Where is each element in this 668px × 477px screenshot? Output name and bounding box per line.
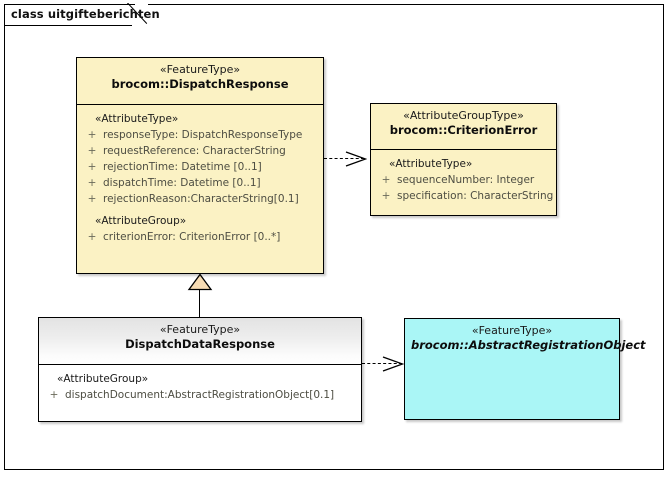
- class-compartment-divider: [39, 364, 361, 365]
- class-header-abstract-registration-object: «FeatureType» brocom::AbstractRegistrati…: [405, 319, 646, 365]
- attribute-visibility: +: [87, 231, 97, 243]
- class-name: brocom::CriterionError: [389, 123, 538, 137]
- attribute-text: dispatchTime: Datetime [0..1]: [103, 177, 261, 189]
- attribute-group-label: «AttributeType»: [95, 113, 179, 125]
- class-header-dispatch-data-response: «FeatureType» DispatchDataResponse: [39, 318, 361, 364]
- frame-border-left: [4, 4, 5, 470]
- attribute-row[interactable]: + rejectionTime: Datetime [0..1]: [81, 159, 319, 175]
- generalization-line[interactable]: [199, 288, 200, 318]
- class-box-abstract-registration-object[interactable]: «FeatureType» brocom::AbstractRegistrati…: [404, 318, 646, 420]
- frame-border-right: [663, 4, 664, 470]
- generalization-triangle-icon[interactable]: [186, 273, 214, 291]
- attribute-text: sequenceNumber: Integer: [397, 174, 535, 186]
- attribute-group-label: «AttributeGroup»: [57, 373, 149, 385]
- attribute-row[interactable]: + specification: CharacterString: [375, 188, 554, 204]
- frame-border-top: [148, 4, 664, 5]
- attribute-text: criterionError: CriterionError [0..*]: [103, 231, 281, 243]
- attribute-text: specification: CharacterString: [397, 190, 554, 202]
- class-stereotype: «FeatureType»: [159, 63, 241, 76]
- attribute-row[interactable]: + dispatchDocument:AbstractRegistrationO…: [43, 387, 357, 403]
- attribute-visibility: +: [87, 161, 97, 173]
- class-header-dispatch-response: «FeatureType» brocom::DispatchResponse: [77, 58, 323, 104]
- attribute-row[interactable]: + requestReference: CharacterString: [81, 143, 319, 159]
- class-name: DispatchDataResponse: [125, 337, 275, 351]
- attribute-visibility: +: [87, 145, 97, 157]
- class-name: brocom::AbstractRegistrationObject: [411, 338, 646, 352]
- class-stereotype: «FeatureType»: [471, 324, 553, 337]
- open-arrowhead-icon: [382, 356, 404, 372]
- attribute-text: dispatchDocument:AbstractRegistrationObj…: [65, 389, 335, 401]
- class-header-criterion-error: «AttributeGroupType» brocom::CriterionEr…: [371, 104, 556, 149]
- attribute-row[interactable]: + rejectionReason:CharacterString[0.1]: [81, 191, 319, 207]
- class-compartment-divider: [371, 149, 556, 150]
- class-stereotype: «AttributeGroupType»: [403, 109, 524, 122]
- attribute-row[interactable]: + dispatchTime: Datetime [0..1]: [81, 175, 319, 191]
- attribute-visibility: +: [87, 177, 97, 189]
- frame-tab-top-edge: [4, 4, 135, 5]
- attribute-row[interactable]: + sequenceNumber: Integer: [375, 172, 552, 188]
- frame-tab-bottom-edge: [4, 25, 132, 26]
- class-attributes-dispatch-response: «AttributeType» + responseType: Dispatch…: [77, 105, 323, 251]
- open-arrowhead-icon: [345, 151, 367, 167]
- attribute-group-label: «AttributeGroup»: [95, 215, 187, 227]
- attribute-row[interactable]: + criterionError: CriterionError [0..*]: [81, 229, 319, 245]
- attribute-text: responseType: DispatchResponseType: [103, 129, 303, 141]
- attribute-text: rejectionTime: Datetime [0..1]: [103, 161, 262, 173]
- attribute-visibility: +: [87, 193, 97, 205]
- class-attributes-dispatch-data-response: «AttributeGroup» + dispatchDocument:Abst…: [39, 365, 361, 409]
- class-name: brocom::DispatchResponse: [111, 77, 289, 91]
- class-box-dispatch-response[interactable]: «FeatureType» brocom::DispatchResponse «…: [76, 57, 324, 274]
- attribute-row[interactable]: + responseType: DispatchResponseType: [81, 127, 319, 143]
- class-box-dispatch-data-response[interactable]: «FeatureType» DispatchDataResponse «Attr…: [38, 317, 362, 422]
- class-stereotype: «FeatureType»: [159, 323, 241, 336]
- class-compartment-divider: [77, 104, 323, 105]
- attribute-group-label: «AttributeType»: [389, 158, 473, 170]
- dependency-line-criterion-error[interactable]: [324, 158, 364, 159]
- class-attributes-criterion-error: «AttributeType» + sequenceNumber: Intege…: [371, 150, 556, 210]
- frame-border-bottom: [4, 469, 664, 470]
- attribute-text: requestReference: CharacterString: [103, 145, 286, 157]
- attribute-text: rejectionReason:CharacterString[0.1]: [103, 193, 299, 205]
- class-box-criterion-error[interactable]: «AttributeGroupType» brocom::CriterionEr…: [370, 103, 557, 216]
- attribute-visibility: +: [381, 174, 391, 186]
- diagram-title: class uitgifteberichten: [11, 7, 160, 21]
- dependency-line-abstract-registration-object[interactable]: [362, 363, 402, 364]
- attribute-visibility: +: [49, 389, 59, 401]
- attribute-visibility: +: [381, 190, 391, 202]
- attribute-visibility: +: [87, 129, 97, 141]
